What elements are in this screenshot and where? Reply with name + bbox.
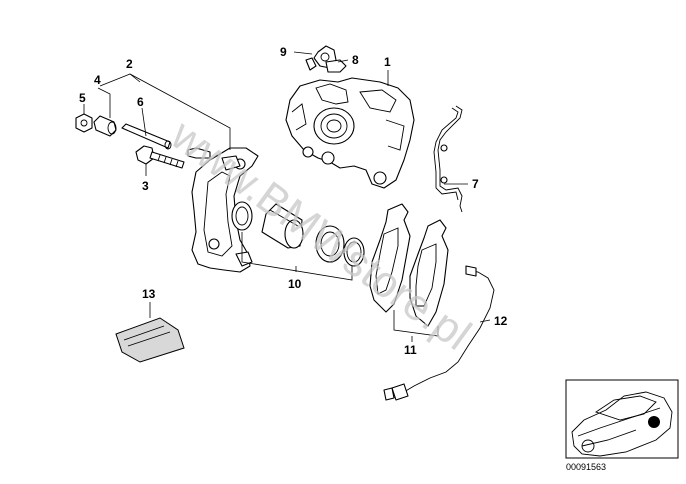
piston-dust-boot[interactable] [231, 201, 253, 231]
brake-pad-outer[interactable] [369, 203, 411, 313]
part-number-13: 13 [142, 287, 156, 301]
brake-wear-sensor[interactable] [383, 265, 495, 401]
part-number-12: 12 [494, 314, 508, 328]
part-number-6: 6 [137, 95, 144, 109]
grease-packet[interactable] [115, 317, 185, 363]
bracket-pin[interactable] [187, 147, 211, 159]
part-number-3: 3 [142, 179, 149, 193]
part-number-8: 8 [352, 53, 359, 67]
part-number-labels: 1 2 3 4 5 6 7 8 9 10 11 12 13 [79, 45, 508, 357]
brake-caliper-housing[interactable] [285, 77, 415, 189]
part-number-5: 5 [79, 91, 86, 105]
guide-cap[interactable] [75, 113, 93, 133]
piston-retaining-ring[interactable] [343, 237, 365, 267]
vehicle-location-thumbnail[interactable]: 00091563 [565, 379, 679, 472]
guide-bolt[interactable] [135, 145, 185, 169]
piston-seal-ring[interactable] [315, 225, 345, 263]
car-outline-icon [571, 391, 673, 457]
guide-bushing[interactable] [93, 115, 117, 137]
part-number-4: 4 [94, 73, 101, 87]
leader-lines [83, 51, 491, 342]
anti-rattle-spring[interactable] [433, 105, 463, 213]
part-number-2: 2 [126, 57, 133, 71]
part-number-11: 11 [404, 343, 417, 357]
part-number-10: 10 [288, 277, 302, 291]
diagram-code: 00091563 [566, 462, 606, 472]
brake-pad-inner[interactable] [409, 219, 449, 327]
part-number-1: 1 [384, 55, 391, 69]
caliper-carrier-bracket[interactable] [191, 147, 259, 273]
bleeder-cap[interactable] [325, 59, 347, 73]
part-number-7: 7 [472, 177, 479, 191]
piston[interactable] [261, 203, 304, 249]
guide-sleeve[interactable] [121, 123, 172, 150]
part-number-9: 9 [280, 45, 287, 59]
